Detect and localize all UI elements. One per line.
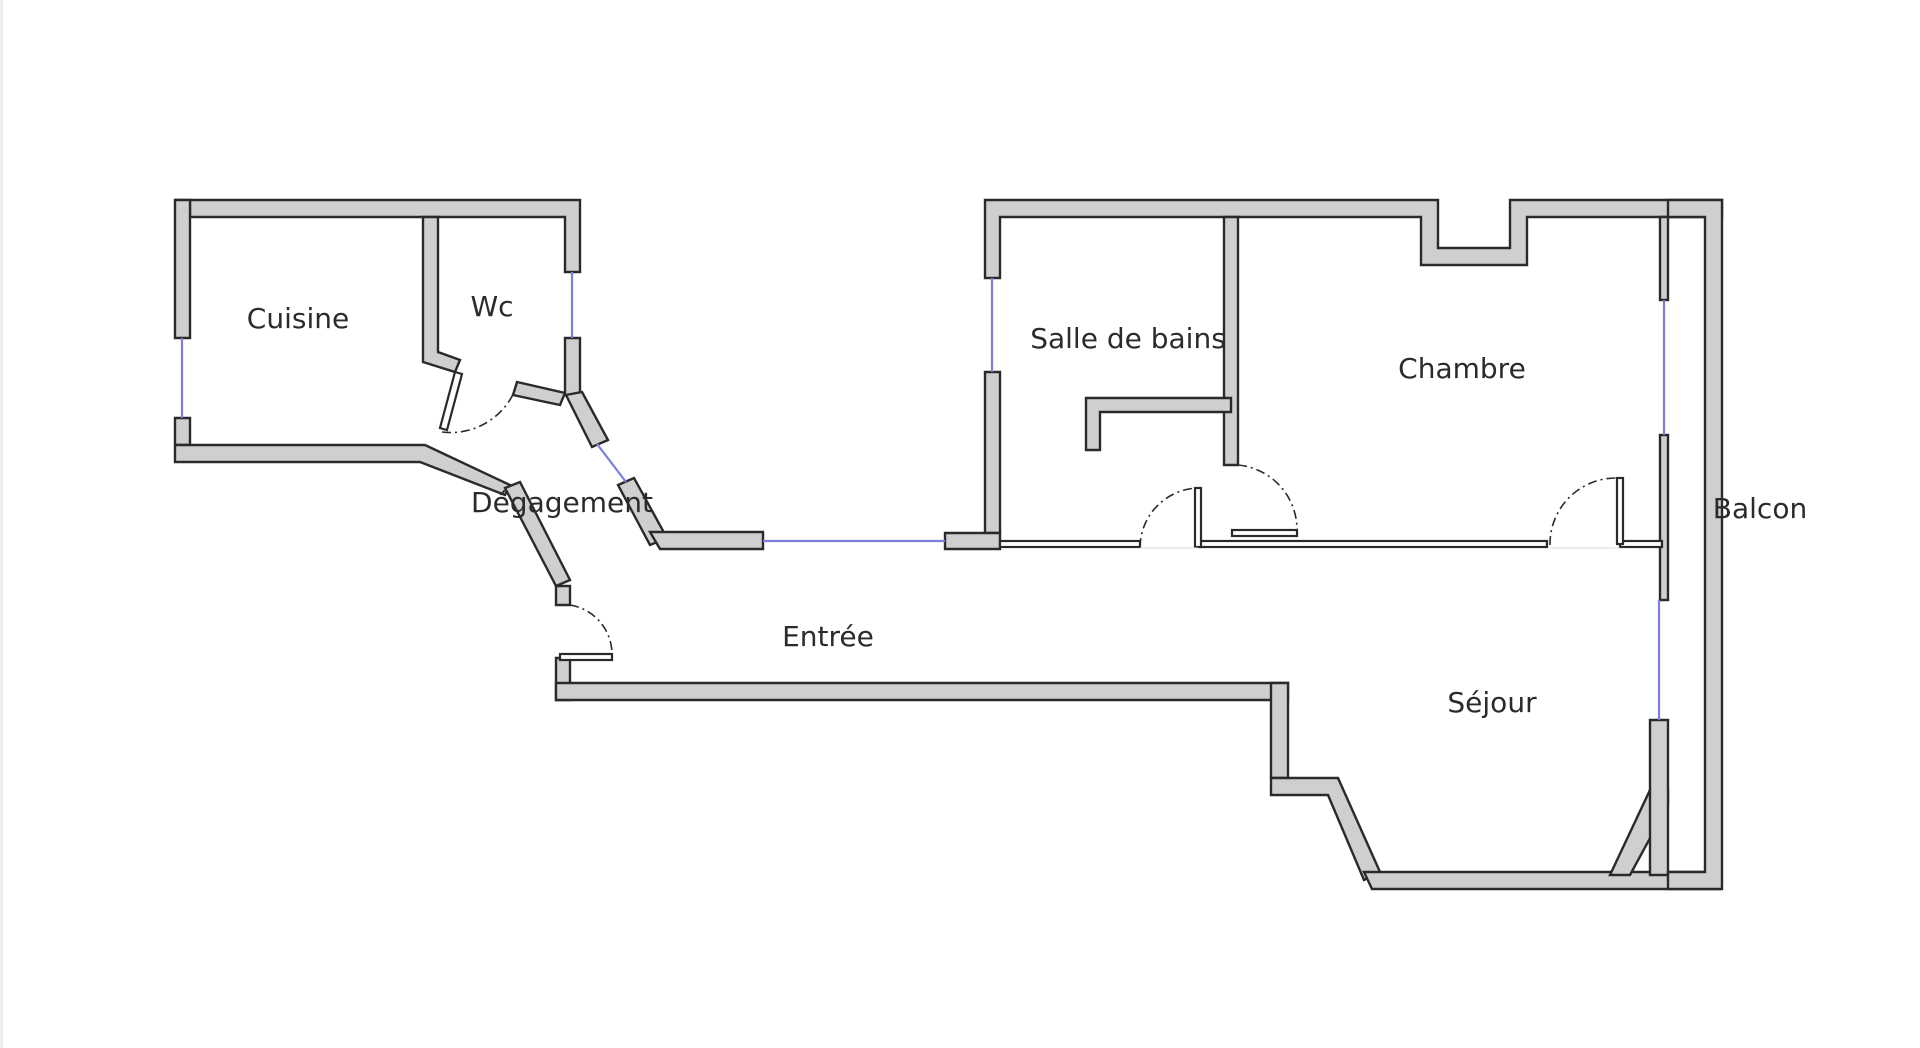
wall-chambre-east-mid — [1658, 433, 1670, 602]
wall-sejour-east-lower — [1648, 718, 1670, 877]
door-chambre-east — [1549, 476, 1625, 549]
wall-degagement-southwest — [503, 480, 572, 588]
partition-sdb-south-a — [998, 539, 1142, 549]
wall-wc-west — [421, 215, 462, 374]
wall-balcon-outer — [1666, 198, 1724, 891]
wall-sejour-step — [1269, 776, 1382, 882]
wall-sdb-west-lower — [983, 370, 1002, 535]
door-chambre-inner — [1230, 464, 1299, 538]
label-cuisine: Cuisine — [247, 302, 349, 335]
wall-cuisine-west-lower — [173, 416, 192, 447]
wall-chambre-east-upper — [1658, 215, 1670, 302]
door-salle-de-bains — [1139, 487, 1199, 549]
door-cuisine — [438, 370, 518, 434]
partition-chambre-south — [1198, 539, 1549, 549]
wall-entree-south — [554, 681, 1290, 702]
label-degagement: Dégagement — [471, 486, 653, 519]
wall-corridor-north-mid — [943, 531, 1002, 551]
wall-degagement-northeast — [564, 390, 610, 449]
label-chambre: Chambre — [1398, 352, 1526, 385]
wall-sdb-north — [983, 198, 1724, 280]
wall-sdb-chambre-divider — [1222, 215, 1240, 467]
wall-sdb-inner — [1084, 396, 1233, 452]
label-salle-de-bains: Salle de bains — [1030, 322, 1226, 355]
wall-entree-west — [554, 584, 572, 607]
label-wc: Wc — [470, 290, 513, 323]
wall-left-block-north — [175, 198, 582, 274]
wall-sejour-west — [1269, 681, 1290, 780]
wall-wc-east-lower — [563, 336, 582, 397]
windows — [180, 272, 1666, 720]
walls — [173, 198, 1724, 891]
label-sejour: Séjour — [1447, 686, 1537, 719]
wall-cuisine-south — [173, 443, 512, 497]
window-degagement — [596, 443, 627, 483]
door-entree — [558, 604, 614, 662]
wall-cuisine-west — [173, 198, 192, 340]
partition-sejour-north-right — [1618, 539, 1664, 549]
left-frame-edge — [0, 0, 3, 1048]
label-balcon: Balcon — [1713, 492, 1807, 525]
partition-sdb-doorpost — [1193, 486, 1203, 549]
label-entree: Entrée — [782, 620, 874, 653]
wall-wc-south — [511, 380, 567, 407]
doors — [438, 370, 1625, 662]
wall-corridor-north-left — [647, 530, 765, 551]
room-labels: Cuisine Wc Dégagement Salle de bains Cha… — [247, 290, 1807, 719]
partitions — [998, 486, 1664, 549]
